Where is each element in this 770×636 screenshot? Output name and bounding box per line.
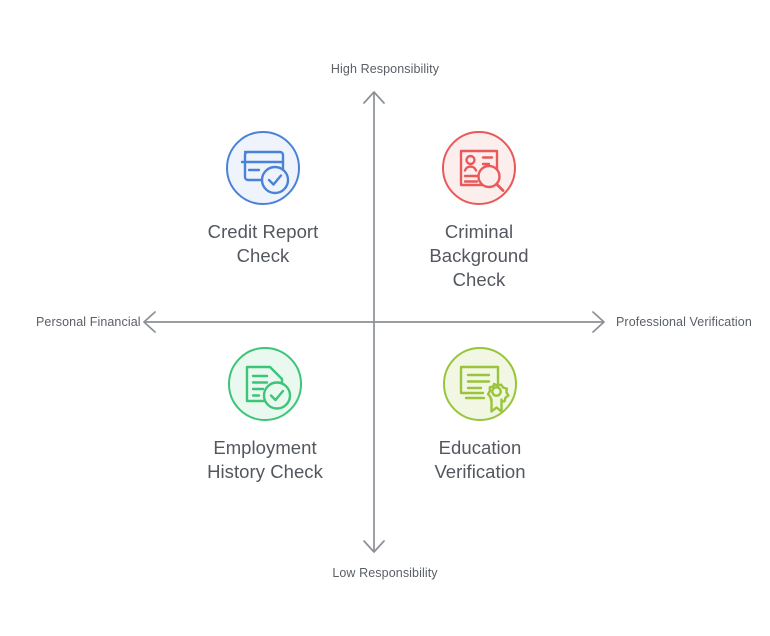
axis-arrow-up-icon (363, 91, 385, 104)
quadrant-item-label: Criminal Background Check (429, 221, 529, 290)
certificate-award-icon (443, 347, 517, 421)
axis-arrow-right-icon (592, 311, 605, 333)
quadrant-item-education-verification[interactable]: Education Verification (370, 346, 590, 484)
axis-label-top: High Responsibility (330, 62, 440, 76)
quadrant-item-employment-history-check[interactable]: Employment History Check (155, 346, 375, 484)
axis-label-bottom: Low Responsibility (332, 566, 438, 580)
horizontal-axis (143, 311, 605, 333)
quadrant-item-criminal-background-check[interactable]: Criminal Background Check (369, 130, 589, 292)
axis-arrow-left-icon (143, 311, 156, 333)
quadrant-item-credit-report-check[interactable]: Credit Report Check (153, 130, 373, 268)
document-check-icon (228, 347, 302, 421)
quadrant-item-label: Employment History Check (207, 437, 323, 482)
axis-arrow-down-icon (363, 540, 385, 553)
id-document-magnifier-icon (442, 131, 516, 205)
quadrant-item-label: Education Verification (434, 437, 526, 482)
credit-card-check-icon (226, 131, 300, 205)
axis-label-right: Professional Verification (616, 315, 752, 329)
axis-label-left: Personal Financial (36, 315, 141, 329)
quadrant-item-label: Credit Report Check (207, 221, 319, 266)
